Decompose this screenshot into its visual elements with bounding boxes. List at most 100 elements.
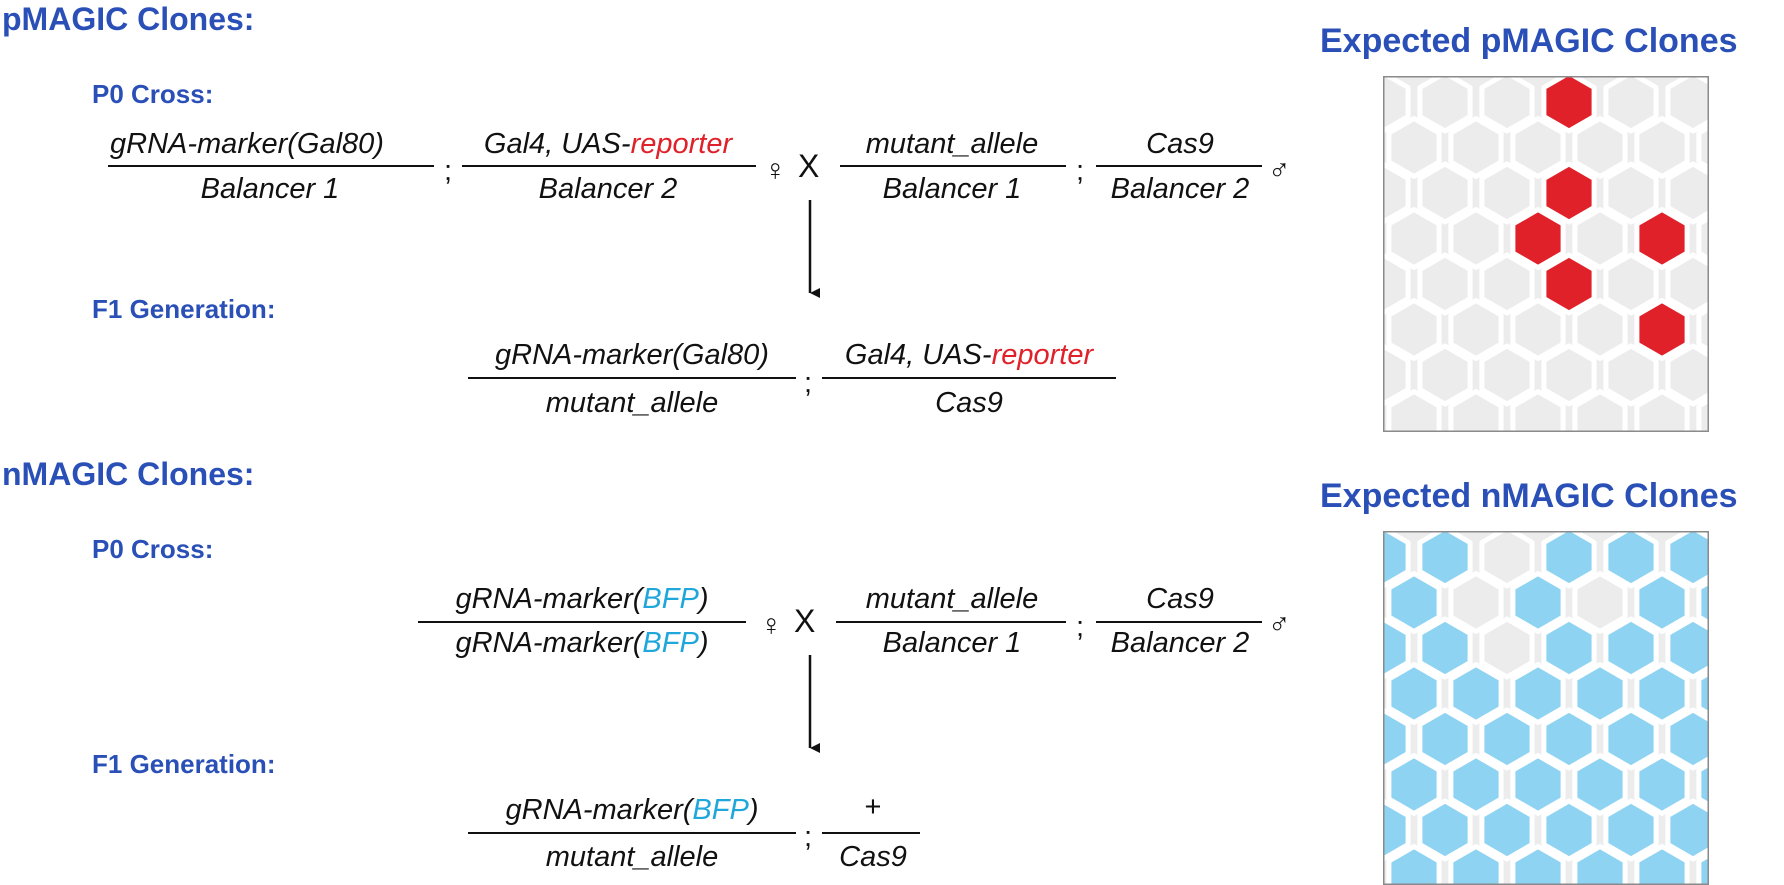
nmagic-section-title: nMAGIC Clones: bbox=[2, 456, 254, 492]
pmagic-female-chr2-top: gRNA-marker(Gal80) bbox=[110, 128, 384, 160]
pmagic-hex-cell bbox=[1603, 252, 1659, 316]
pmagic-male-chr2-top: mutant_allele bbox=[866, 128, 1039, 160]
pmagic-clone-grid bbox=[1383, 73, 1784, 450]
pmagic-hex-cell bbox=[1730, 73, 1780, 131]
nmagic-hex-cell bbox=[1417, 531, 1473, 589]
pmagic-hex-cell bbox=[1510, 298, 1566, 361]
nmagic-hex-cell bbox=[1761, 574, 1784, 632]
nmagic-hex-cell bbox=[1510, 753, 1566, 816]
nmagic-hex-cell bbox=[1479, 798, 1535, 862]
pmagic-grid-frame bbox=[1383, 76, 1709, 432]
pmagic-hex-cell bbox=[1448, 207, 1504, 270]
pmagic-hex-cell bbox=[1383, 252, 1411, 316]
pmagic-hex-cell bbox=[1479, 343, 1535, 407]
nmagic-hex-cell bbox=[1386, 662, 1442, 725]
pmagic-hex-cell bbox=[1730, 255, 1780, 313]
nmagic-hex-cell bbox=[1730, 710, 1780, 768]
nmagic-hex-cell bbox=[1634, 753, 1690, 816]
pmagic-hex-cell bbox=[1665, 343, 1709, 407]
nmagic-hex-cell bbox=[1386, 753, 1442, 816]
nmagic-hex-cell bbox=[1386, 571, 1442, 634]
pmagic-f1-reporter-text: reporter bbox=[992, 339, 1095, 371]
nmagic-hex-cell bbox=[1386, 844, 1442, 885]
nmagic-hex-cell bbox=[1696, 761, 1709, 808]
pmagic-hex-cell bbox=[1386, 116, 1442, 179]
pmagic-f1-gal4-uas-text: Gal4, UAS- bbox=[845, 339, 992, 371]
nmagic-male-chr2-bottom: Balancer 1 bbox=[883, 627, 1022, 659]
pmagic-hex-cell bbox=[1603, 76, 1659, 134]
pmagic-hex-cell bbox=[1510, 116, 1566, 179]
nmagic-p0-label: P0 Cross: bbox=[92, 534, 213, 564]
nmagic-hex-cell bbox=[1541, 531, 1597, 589]
nmagic-hex-cell bbox=[1510, 571, 1566, 634]
nmagic-female-symbol: ♀ bbox=[760, 609, 783, 642]
pmagic-hex-cell bbox=[1541, 343, 1597, 407]
nmagic-hex-cell bbox=[1510, 844, 1566, 885]
nmagic-hex-cell bbox=[1761, 756, 1784, 814]
pmagic-hex-cell bbox=[1572, 298, 1628, 361]
pmagic-hex-cell bbox=[1572, 207, 1628, 270]
pmagic-hex-cell bbox=[1665, 252, 1709, 316]
pmagic-hex-cell bbox=[1761, 119, 1784, 177]
pmagic-male-chr3-bottom: Balancer 2 bbox=[1111, 173, 1250, 205]
pmagic-hex-cell bbox=[1696, 397, 1709, 432]
nmagic-female-top: gRNA-marker(BFP) bbox=[456, 583, 709, 615]
nmagic-hex-cell bbox=[1417, 707, 1473, 771]
nmagic-hex-cell bbox=[1383, 707, 1411, 771]
nmagic-hex-cell bbox=[1761, 847, 1784, 885]
nmagic-hex-cell bbox=[1730, 619, 1780, 677]
pmagic-f1-separator: ; bbox=[804, 367, 812, 399]
nmagic-hex-cell bbox=[1417, 798, 1473, 862]
pmagic-hex-cell bbox=[1696, 215, 1709, 262]
nmagic-hex-cell bbox=[1572, 844, 1628, 885]
nmagic-f1-chr2-bottom: mutant_allele bbox=[546, 841, 719, 873]
pmagic-hex-cell bbox=[1634, 389, 1690, 432]
pmagic-f1-chr2-top: gRNA-marker(Gal80) bbox=[495, 339, 769, 371]
nmagic-hex-cell bbox=[1634, 844, 1690, 885]
nmagic-hex-cell bbox=[1603, 616, 1659, 680]
pmagic-hex-cell bbox=[1448, 389, 1504, 432]
nmagic-hex-cell bbox=[1448, 662, 1504, 725]
pmagic-hex-cell bbox=[1417, 343, 1473, 407]
pmagic-female-chr3-top: Gal4, UAS-reporter bbox=[484, 128, 734, 160]
pmagic-hex-cell bbox=[1603, 343, 1659, 407]
pmagic-cross-symbol: X bbox=[798, 148, 819, 184]
pmagic-section-title: pMAGIC Clones: bbox=[2, 1, 254, 37]
nmagic-hex-cell bbox=[1665, 707, 1709, 771]
nmagic-hex-cell bbox=[1448, 571, 1504, 634]
nmagic-hex-cell bbox=[1479, 707, 1535, 771]
nmagic-hex-cell bbox=[1383, 531, 1411, 589]
pmagic-hex-cell bbox=[1448, 298, 1504, 361]
nmagic-bfp-text: BFP bbox=[642, 583, 699, 615]
pmagic-hex-cell bbox=[1761, 392, 1784, 450]
nmagic-hex-cell bbox=[1603, 707, 1659, 771]
nmagic-cross-symbol: X bbox=[794, 603, 815, 639]
nmagic-male-symbol: ♂ bbox=[1268, 608, 1291, 641]
nmagic-hex-cell bbox=[1510, 662, 1566, 725]
nmagic-expected-title: Expected nMAGIC Clones bbox=[1320, 477, 1738, 515]
pmagic-hex-cell bbox=[1479, 161, 1535, 225]
pmagic-hex-cell bbox=[1665, 76, 1709, 134]
pmagic-hex-cell bbox=[1386, 207, 1442, 270]
pmagic-hex-cell bbox=[1730, 346, 1780, 404]
nmagic-hex-cell bbox=[1696, 852, 1709, 885]
pmagic-hex-cell bbox=[1448, 116, 1504, 179]
pmagic-hex-cell bbox=[1572, 389, 1628, 432]
nmagic-f1-separator: ; bbox=[804, 821, 812, 853]
pmagic-hex-cell bbox=[1761, 210, 1784, 268]
pmagic-hex-cell bbox=[1510, 207, 1566, 270]
pmagic-hex-cell bbox=[1386, 389, 1442, 432]
pmagic-hex-cell bbox=[1603, 161, 1659, 225]
pmagic-hex-cell bbox=[1386, 298, 1442, 361]
nmagic-hex-cell bbox=[1730, 801, 1780, 859]
pmagic-hex-cell bbox=[1541, 161, 1597, 225]
pmagic-hex-cell bbox=[1417, 161, 1473, 225]
pmagic-hex-cell bbox=[1383, 343, 1411, 407]
nmagic-hex-cell bbox=[1665, 531, 1709, 589]
nmagic-male-separator: ; bbox=[1076, 611, 1084, 643]
pmagic-hex-cell bbox=[1383, 76, 1411, 134]
nmagic-hex-cell bbox=[1479, 616, 1535, 680]
pmagic-hex-cell bbox=[1510, 389, 1566, 432]
pmagic-hex-cell bbox=[1696, 306, 1709, 353]
nmagic-hex-cell bbox=[1761, 665, 1784, 723]
